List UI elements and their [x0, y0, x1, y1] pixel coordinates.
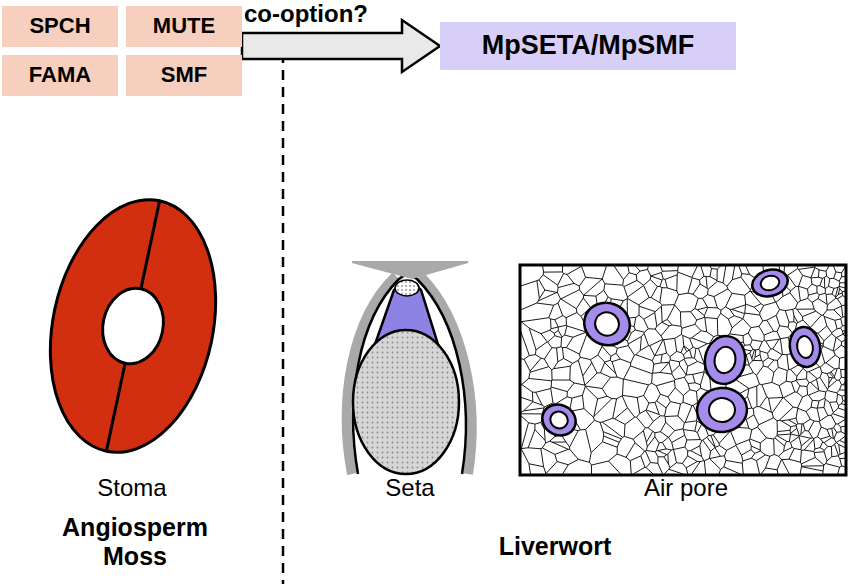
structure-label: Seta — [350, 474, 470, 502]
seta-illustration — [347, 262, 472, 474]
pore-opening — [592, 309, 622, 339]
gene-name: SPCH — [29, 14, 90, 38]
gene-box: SMF — [126, 55, 242, 96]
air-pore — [701, 333, 749, 387]
structure-label: Stoma — [70, 474, 194, 502]
gene-box: SPCH — [2, 6, 118, 47]
divider-line — [282, 36, 285, 584]
structure-label: Air pore — [616, 474, 756, 502]
pore-ring — [787, 325, 823, 370]
guard-cells — [28, 184, 238, 468]
panel-frame — [520, 265, 846, 475]
block-arrow — [242, 20, 440, 72]
air-pore — [537, 399, 580, 441]
stoma-illustration — [28, 184, 238, 468]
air-pore — [578, 296, 636, 351]
pore-opening — [759, 274, 781, 293]
pore-ring — [749, 266, 791, 300]
stomatal-pore — [96, 283, 170, 370]
pore-ring — [695, 386, 749, 434]
gene-box: FAMA — [2, 55, 118, 96]
lineage-label: Angiosperm Moss — [55, 513, 215, 571]
air-pore — [749, 266, 791, 300]
air-pore-illustration — [520, 265, 846, 475]
gene-name: SMF — [161, 63, 207, 87]
pore-ring — [537, 399, 580, 441]
gene-name: FAMA — [29, 63, 91, 87]
calyptra-inner-wall — [353, 275, 466, 474]
pore-opening — [712, 345, 737, 375]
capsule — [353, 330, 459, 474]
air-pores — [537, 266, 823, 441]
gene-name: MpSETA/MpSMF — [482, 31, 694, 61]
pore-opening — [548, 409, 571, 431]
air-pore — [787, 325, 823, 370]
pore-opening — [795, 335, 814, 359]
lineage-label: Liverwort — [470, 532, 640, 561]
pore-ring — [578, 296, 636, 351]
gene-box: MUTE — [126, 6, 242, 47]
epidermal-cells — [520, 265, 846, 475]
arrow-label: co-option? — [244, 0, 394, 28]
pore-opening — [708, 397, 736, 423]
pore-ring — [701, 333, 749, 387]
liverwort-gene-box: MpSETA/MpSMF — [440, 22, 736, 70]
calyptra-tip — [352, 262, 468, 278]
calyptra — [347, 276, 472, 474]
air-pore — [695, 386, 749, 434]
gene-name: MUTE — [153, 14, 215, 38]
seta-foot — [395, 280, 419, 296]
